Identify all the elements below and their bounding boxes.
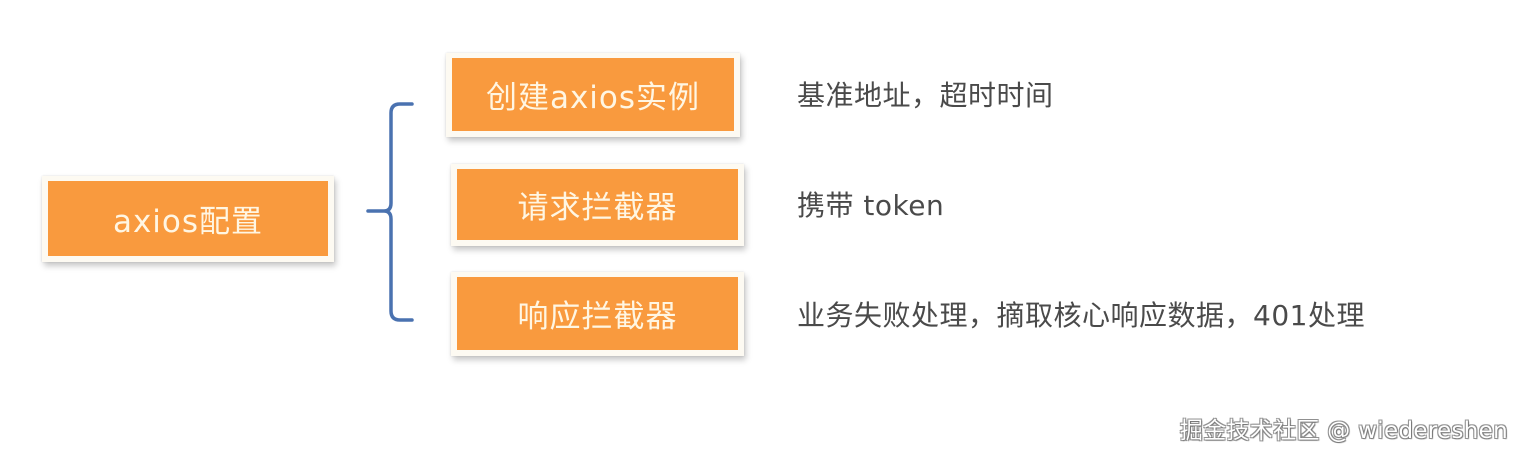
branch-node-request-interceptor: 请求拦截器 [451, 164, 744, 246]
branch-description-request-interceptor: 携带 token [797, 189, 945, 222]
branch-node-response-interceptor: 响应拦截器 [451, 272, 744, 356]
branch-node-label: 响应拦截器 [457, 277, 738, 350]
branch-description-create-instance: 基准地址，超时时间 [797, 79, 1054, 112]
root-node-axios-config: axios配置 [42, 176, 334, 262]
branch-description-response-interceptor: 业务失败处理，摘取核心响应数据，401处理 [797, 299, 1365, 332]
root-node-label: axios配置 [48, 181, 328, 256]
curly-brace-icon [366, 102, 414, 322]
branch-node-label: 请求拦截器 [457, 169, 738, 240]
branch-node-label: 创建axios实例 [452, 58, 734, 131]
watermark: 掘金技术社区 @ wiedereshen [1179, 418, 1508, 444]
branch-node-create-instance: 创建axios实例 [446, 53, 740, 137]
